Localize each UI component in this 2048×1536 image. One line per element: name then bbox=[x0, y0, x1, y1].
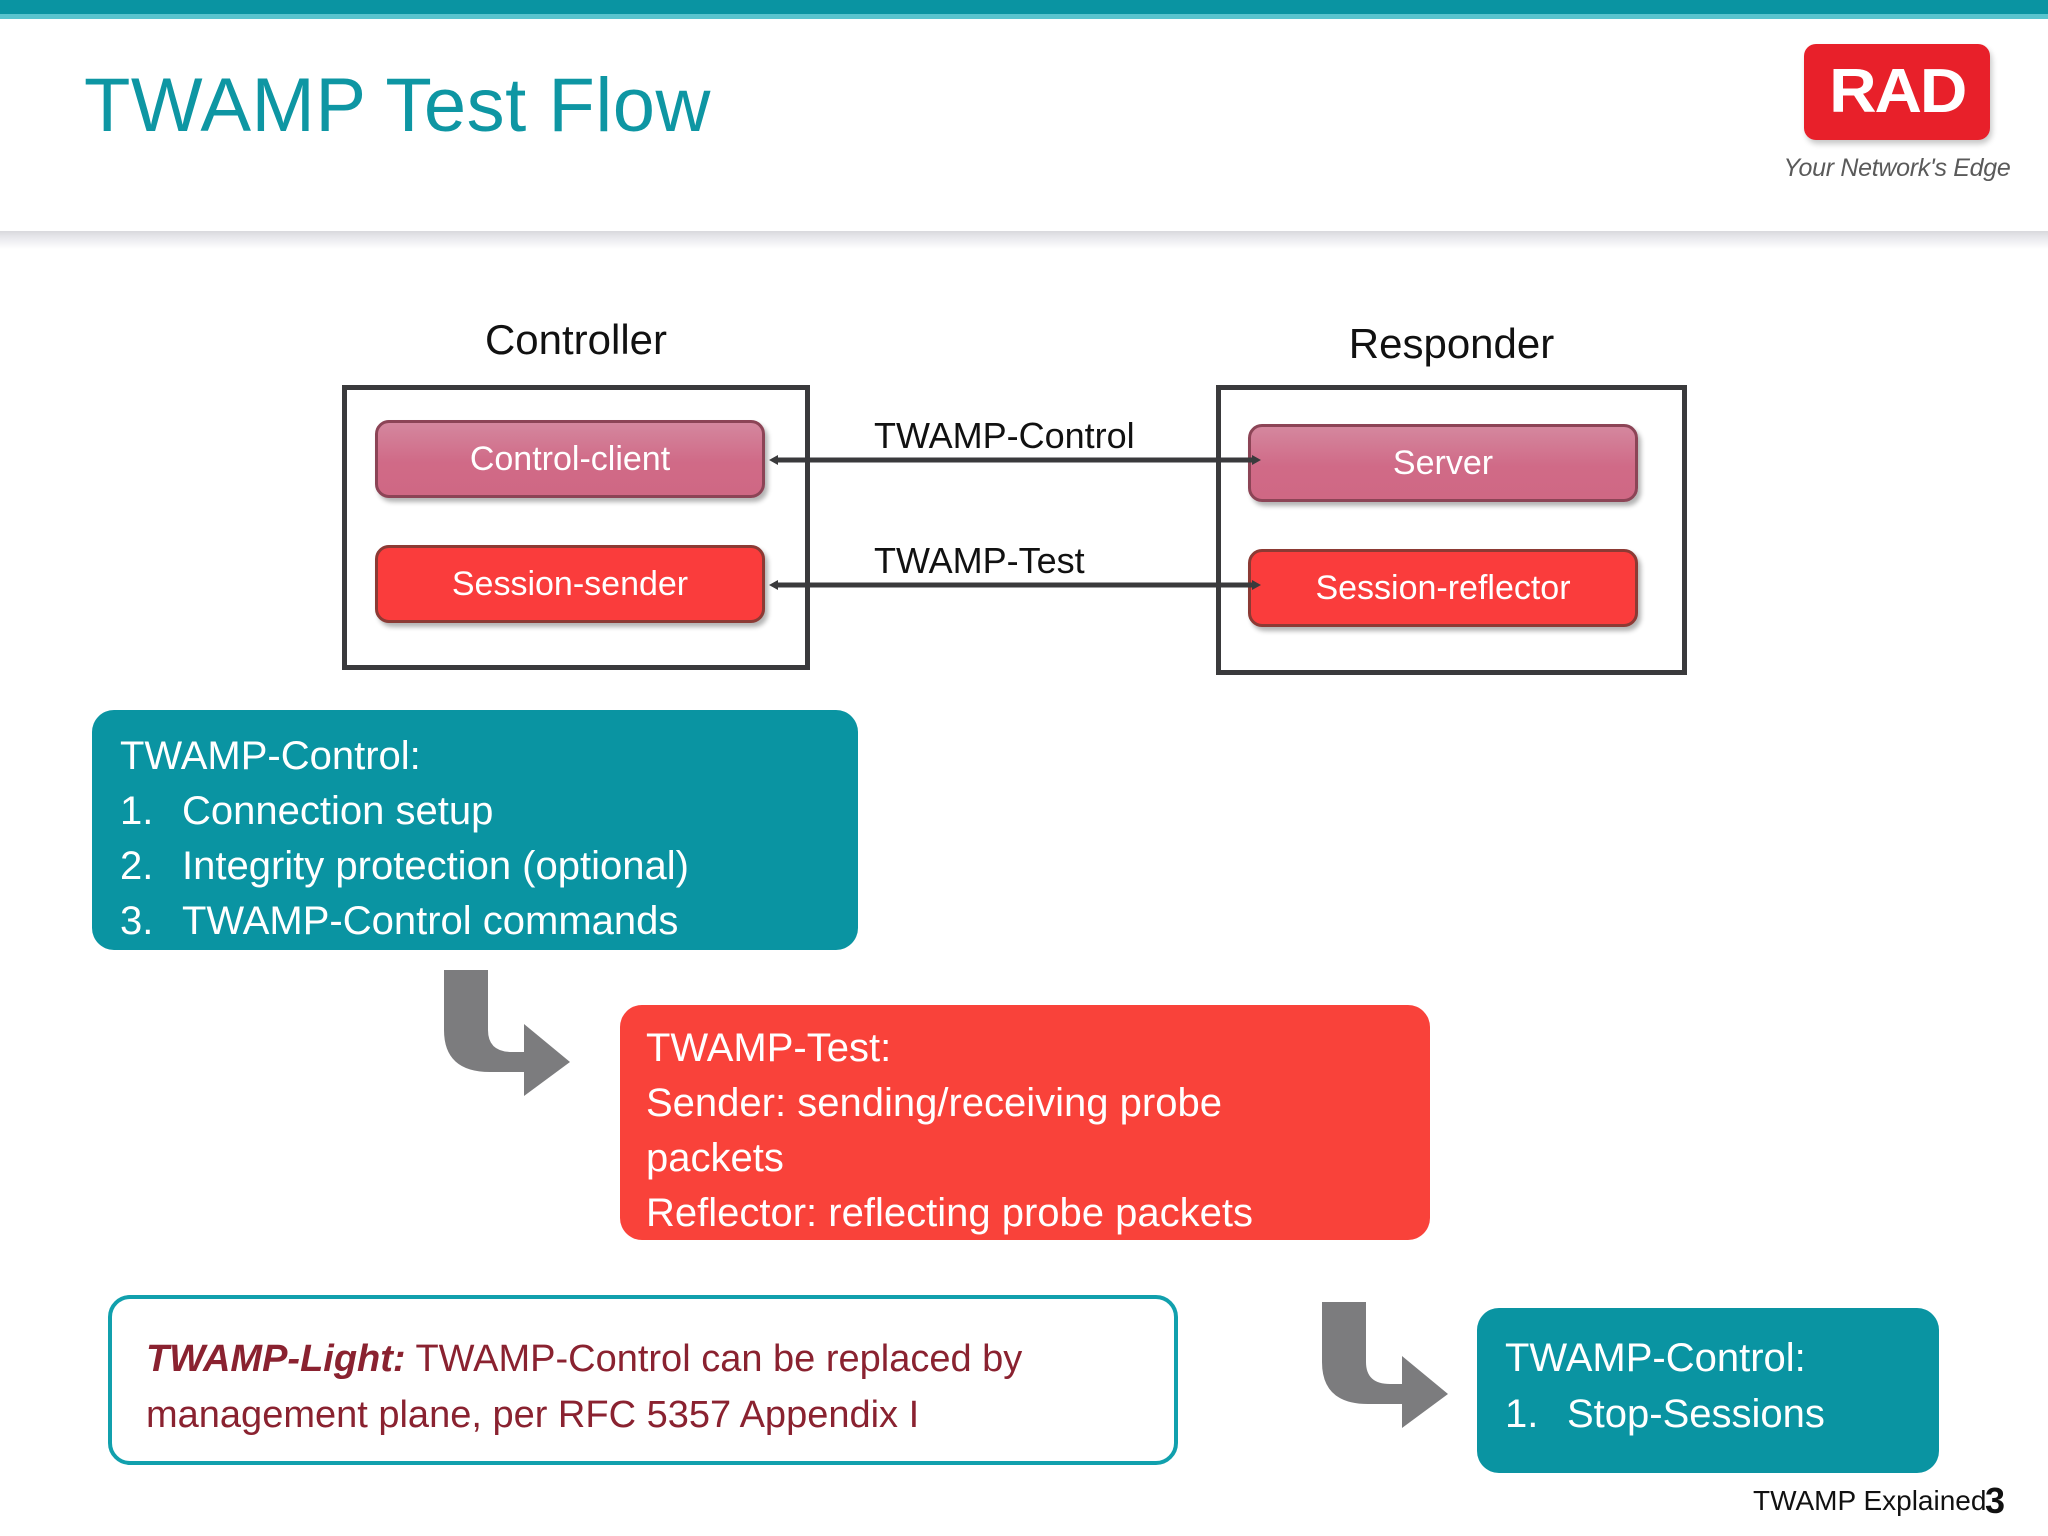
callout-twamp-control-heading: TWAMP-Control: bbox=[120, 734, 421, 778]
rad-logo-mark: RAD bbox=[1804, 44, 1990, 140]
callout-twamp-light-line-1: TWAMP-Light: TWAMP-Control can be replac… bbox=[146, 1331, 1140, 1387]
connector-label-twamp-test: TWAMP-Test bbox=[874, 540, 1085, 581]
list-text: Stop-Sessions bbox=[1567, 1392, 1825, 1436]
callout-twamp-control: TWAMP-Control: 1. Connection setup 2. In… bbox=[92, 710, 858, 950]
connector-arrow-twamp-test bbox=[769, 580, 1261, 590]
callout-twamp-light: TWAMP-Light: TWAMP-Control can be replac… bbox=[108, 1295, 1178, 1465]
responder-label: Responder bbox=[1348, 320, 1555, 367]
page-title: TWAMP Test Flow bbox=[84, 63, 711, 148]
node-session-reflector[interactable]: Session-reflector bbox=[1248, 549, 1638, 627]
callout-twamp-control-item-2: 2. Integrity protection (optional) bbox=[120, 839, 830, 894]
callout-twamp-light-line-2: management plane, per RFC 5357 Appendix … bbox=[146, 1394, 920, 1436]
callout-twamp-light-term: TWAMP-Light: bbox=[146, 1338, 406, 1380]
flow-arrow-down-right-icon-2 bbox=[1322, 1302, 1448, 1428]
node-control-client-label: Control-client bbox=[469, 439, 671, 478]
callout-twamp-light-line-1-rest: TWAMP-Control can be replaced by bbox=[405, 1338, 1023, 1380]
node-server[interactable]: Server bbox=[1248, 424, 1638, 502]
controller-label: Controller bbox=[484, 316, 668, 363]
callout-stop-sessions: TWAMP-Control: 1. Stop-Sessions bbox=[1477, 1308, 1939, 1473]
list-number: 1. bbox=[1505, 1392, 1539, 1436]
callout-stop-sessions-item-1: 1. Stop-Sessions bbox=[1505, 1386, 1911, 1442]
callout-twamp-test: TWAMP-Test: Sender: sending/receiving pr… bbox=[620, 1005, 1430, 1240]
node-control-client[interactable]: Control-client bbox=[375, 420, 765, 498]
callout-twamp-test-line-3: Reflector: reflecting probe packets bbox=[646, 1191, 1253, 1235]
node-server-label: Server bbox=[1392, 443, 1494, 482]
callout-twamp-test-heading: TWAMP-Test: bbox=[646, 1026, 892, 1070]
header-shadow-divider bbox=[0, 231, 2048, 249]
flow-arrow-down-right-icon bbox=[444, 970, 570, 1096]
header-band bbox=[0, 19, 2048, 231]
callout-twamp-control-item-3: 3. TWAMP-Control commands bbox=[120, 894, 830, 949]
list-text: Integrity protection (optional) bbox=[182, 844, 689, 888]
callout-twamp-control-item-1: 1. Connection setup bbox=[120, 784, 830, 839]
rad-logo: RAD Your Network's Edge bbox=[1782, 44, 2012, 183]
callout-stop-sessions-heading: TWAMP-Control: bbox=[1505, 1336, 1806, 1380]
footer-deck-name: TWAMP Explained bbox=[1753, 1485, 1987, 1516]
footer-page-number: 3 bbox=[1985, 1480, 2006, 1521]
list-text: TWAMP-Control commands bbox=[182, 899, 679, 943]
list-number: 3. bbox=[120, 899, 154, 943]
top-accent-underline bbox=[0, 14, 2048, 19]
connector-arrow-twamp-control bbox=[769, 455, 1261, 465]
list-number: 2. bbox=[120, 844, 154, 888]
list-number: 1. bbox=[120, 789, 154, 833]
connector-label-twamp-control: TWAMP-Control bbox=[874, 415, 1135, 456]
node-session-sender[interactable]: Session-sender bbox=[375, 545, 765, 623]
node-session-sender-label: Session-sender bbox=[451, 564, 689, 603]
list-text: Connection setup bbox=[182, 789, 494, 833]
node-session-reflector-label: Session-reflector bbox=[1315, 568, 1571, 607]
callout-twamp-test-line-2: packets bbox=[646, 1136, 784, 1180]
callout-twamp-test-line-1: Sender: sending/receiving probe bbox=[646, 1081, 1222, 1125]
rad-logo-tagline: Your Network's Edge bbox=[1783, 154, 2011, 182]
rad-logo-text: RAD bbox=[1828, 57, 1967, 126]
top-accent-bar bbox=[0, 0, 2048, 14]
